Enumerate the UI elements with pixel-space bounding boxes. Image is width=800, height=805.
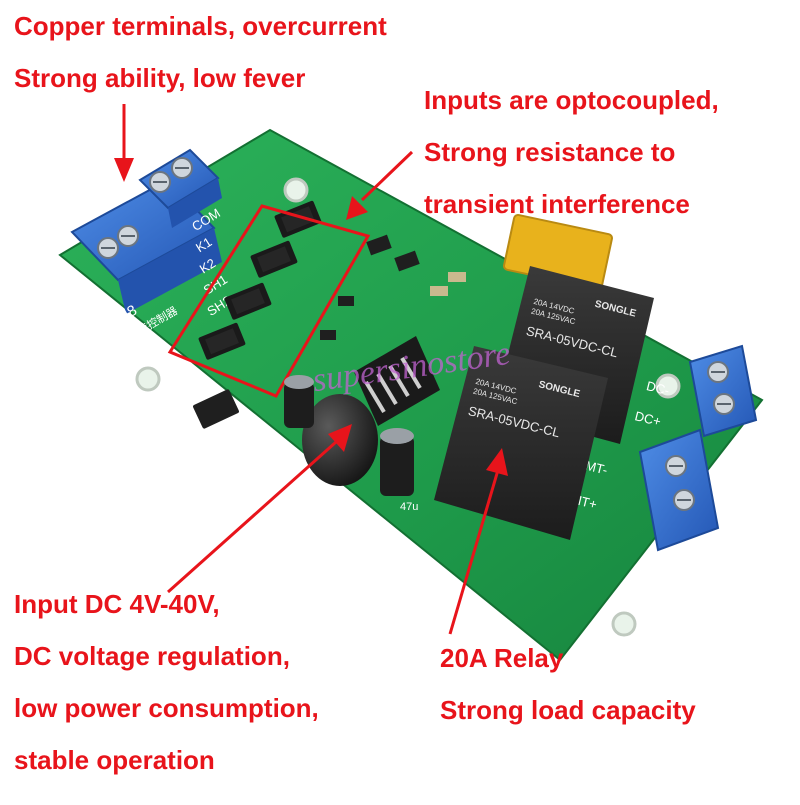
callout-copper-terminals: Copper terminals, overcurrent Strong abi… [14, 0, 387, 104]
callout-line: low power consumption, [14, 693, 319, 723]
arrow-relay [448, 448, 508, 635]
inductor-label: 47u [400, 501, 418, 513]
callout-line: stable operation [14, 745, 215, 775]
optocouplers [167, 200, 371, 398]
callout-optocoupled: Inputs are optocoupled, Strong resistanc… [424, 74, 719, 230]
label-mt-minus: MT- [584, 458, 609, 478]
mounting-holes [135, 177, 681, 637]
arrow-input [167, 424, 352, 594]
callout-line: transient interference [424, 189, 690, 219]
small-components [193, 234, 466, 429]
arrow-copper-terminals [114, 104, 134, 182]
electrolytic-capacitors [284, 375, 414, 496]
callout-line: Strong ability, low fever [14, 63, 306, 93]
relay-front: SONGLE 20A 14VDC 20A 125VAC SRA-05VDC-CL [434, 346, 608, 540]
callout-line: Strong resistance to [424, 137, 676, 167]
label-k2: K2 [197, 255, 218, 276]
opto-highlight-box [167, 204, 371, 398]
callout-line: Inputs are optocoupled, [424, 85, 719, 115]
label-dc-minus: DC- [645, 378, 671, 398]
callout-relay: 20A Relay Strong load capacity [440, 632, 696, 736]
callout-line: Input DC 4V-40V, [14, 589, 220, 619]
label-dc-plus: DC+ [633, 408, 662, 429]
callout-line: Strong load capacity [440, 695, 696, 725]
callout-line: 20A Relay [440, 643, 564, 673]
right-terminal-blocks [638, 344, 758, 552]
label-k1: K1 [193, 234, 214, 255]
regulator-ic [354, 336, 440, 426]
callout-input-voltage: Input DC 4V-40V, DC voltage regulation, … [14, 578, 319, 786]
callout-line: DC voltage regulation, [14, 641, 290, 671]
left-terminal-blocks [70, 148, 222, 314]
arrow-optocouplers [346, 150, 414, 220]
callout-line: Copper terminals, overcurrent [14, 11, 387, 41]
